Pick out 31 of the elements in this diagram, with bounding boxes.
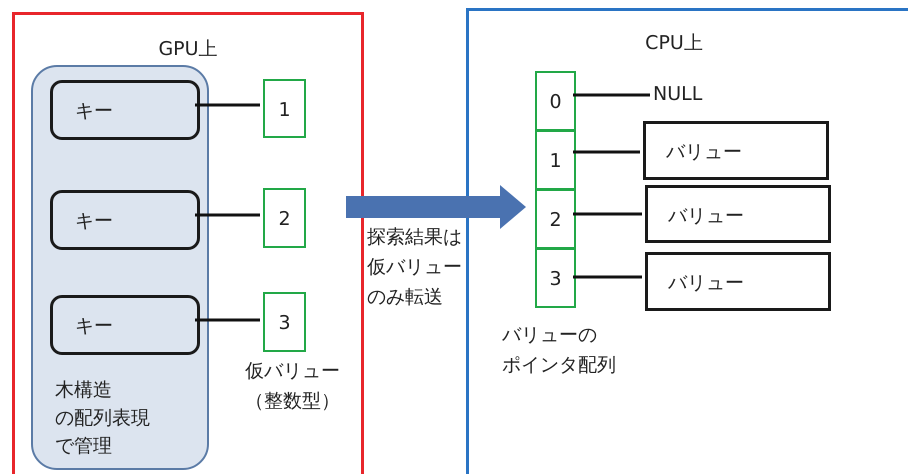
transfer-arrow	[346, 185, 526, 229]
index-cell: 2	[535, 189, 576, 249]
tree-array-panel	[31, 65, 209, 470]
value-box: バリュー	[645, 252, 831, 311]
panel-caption: 木構造の配列表現で管理	[55, 378, 150, 459]
index-cell: 1	[263, 79, 306, 138]
cpu-panel	[466, 8, 908, 474]
connector-line	[573, 276, 642, 278]
index-cell: 3	[535, 248, 576, 308]
index-cell: 2	[263, 188, 306, 248]
connector-line	[195, 214, 260, 216]
panel-heading: GPU上	[157, 37, 219, 61]
column-caption: バリューのポインタ配列	[502, 323, 616, 378]
index-cell: 3	[263, 292, 306, 352]
gpu-panel	[12, 12, 364, 474]
connector-line	[573, 212, 642, 216]
index-cell: 1	[535, 130, 576, 190]
key-box: キー	[50, 80, 200, 140]
key-box: キー	[50, 190, 200, 250]
column-caption: 仮バリュー（整数型）	[245, 359, 340, 414]
value-box: バリュー	[645, 185, 831, 243]
connector-line	[195, 104, 260, 106]
panel-heading: CPU上	[644, 31, 704, 55]
connector-line	[573, 94, 650, 96]
edge-label: 探索結果は仮バリューのみ転送	[367, 225, 462, 310]
key-box: キー	[50, 295, 200, 355]
connector-line	[573, 150, 640, 154]
null-text: NULL	[653, 82, 702, 106]
index-cell: 0	[535, 71, 576, 131]
connector-line	[195, 318, 260, 322]
value-box: バリュー	[643, 121, 829, 180]
